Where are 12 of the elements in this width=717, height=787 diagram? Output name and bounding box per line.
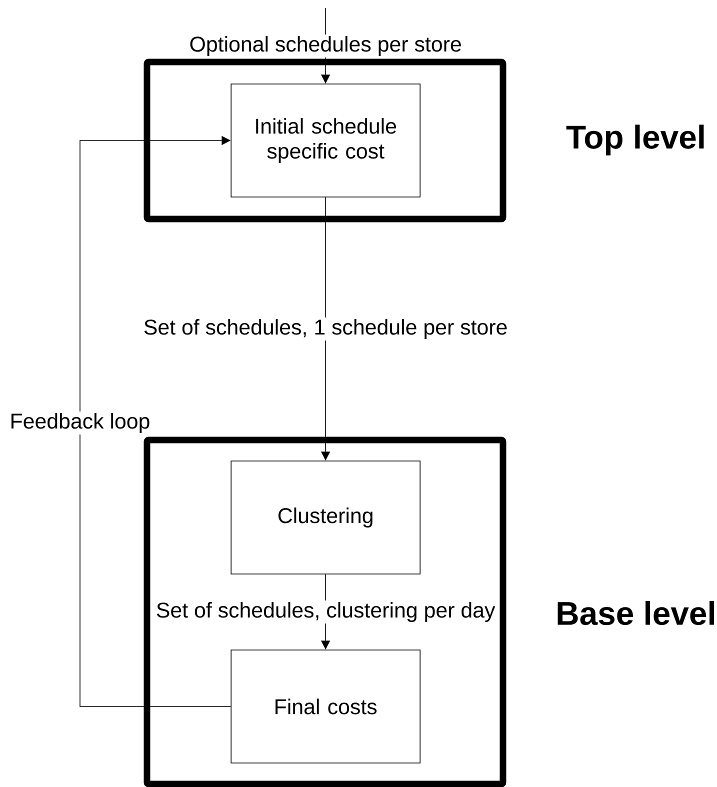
edge-label: Set of schedules, clustering per day [156, 602, 496, 622]
process-box: Clustering [230, 460, 420, 574]
arrow [80, 136, 232, 707]
edge-label: Set of schedules, 1 schedule per store [144, 319, 507, 339]
level-heading: Top level [566, 124, 704, 156]
process-box: Initial schedule specific cost [230, 84, 420, 198]
level-frame [144, 58, 506, 222]
process-box: Final costs [230, 650, 420, 764]
level-frame [144, 436, 506, 787]
level-heading: Base level [558, 600, 714, 626]
edge-label: Optional schedules per store [190, 36, 461, 56]
edge-label: Feedback loop [12, 413, 150, 433]
